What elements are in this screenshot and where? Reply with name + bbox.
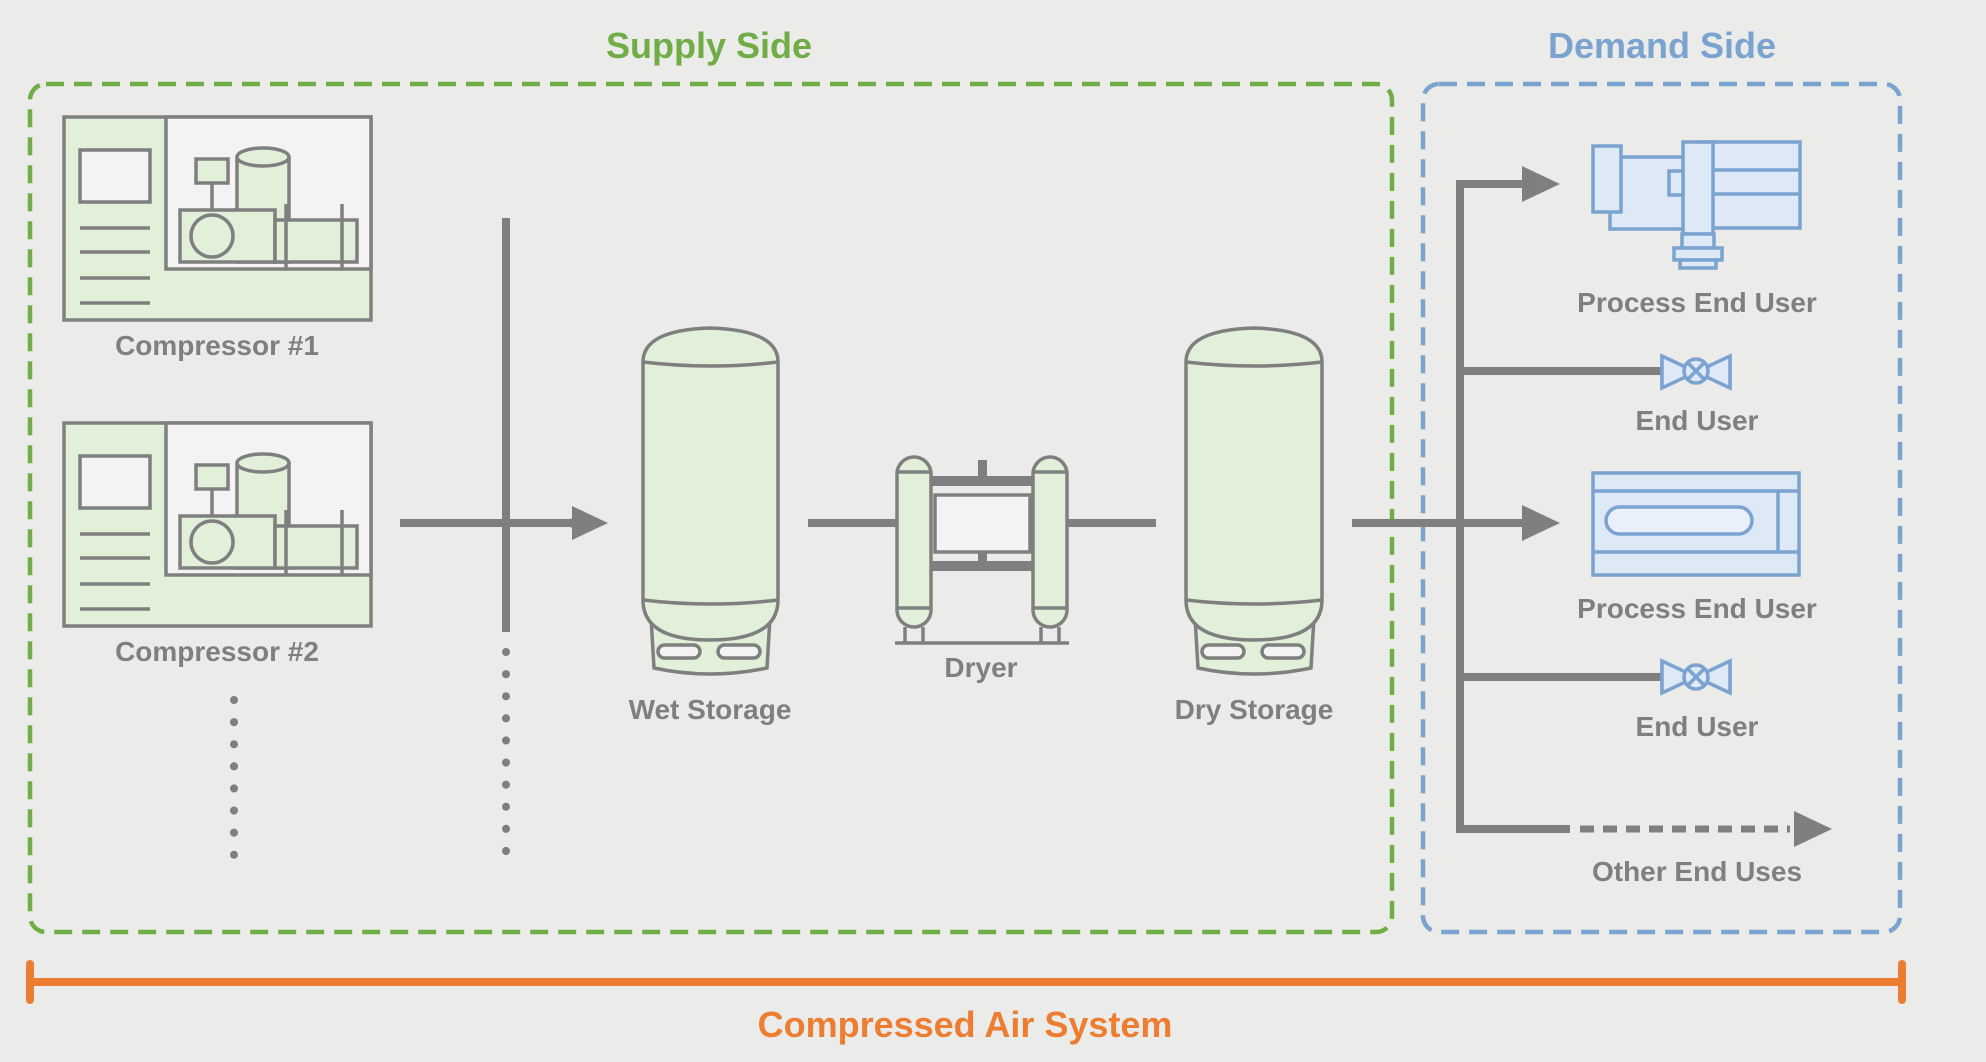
process-end-user-1-label: Process End User: [1577, 287, 1817, 318]
valve-2-icon: [1660, 658, 1732, 696]
demand-side-boundary: [1420, 81, 1903, 935]
process-end-user-2-icon: [1591, 471, 1801, 577]
dry-storage-tank-icon: [1184, 326, 1324, 676]
dryer-icon: [895, 455, 1069, 645]
dryer-label: Dryer: [944, 652, 1017, 683]
arrow-to-other-end-uses: [1794, 811, 1832, 847]
wet-storage-tank-icon: [641, 326, 780, 676]
compressed-air-system-title: Compressed Air System: [758, 1004, 1173, 1045]
arrow-to-process-end-user-1: [1522, 166, 1560, 202]
supply-side-title: Supply Side: [606, 25, 812, 66]
supply-side-boundary: [27, 81, 1395, 935]
end-user-2-label: End User: [1636, 711, 1759, 742]
wet-storage-label: Wet Storage: [629, 694, 792, 725]
compressor-1-label: Compressor #1: [115, 330, 319, 361]
arrow-to-wet-storage: [572, 506, 608, 540]
arrow-to-process-end-user-2: [1522, 505, 1560, 541]
process-end-user-2-label: Process End User: [1577, 593, 1817, 624]
compressor-1-icon: [62, 115, 373, 322]
demand-side-title: Demand Side: [1548, 25, 1776, 66]
other-end-uses-label: Other End Uses: [1592, 856, 1802, 887]
process-end-user-1-icon: [1591, 140, 1802, 270]
end-user-1-label: End User: [1636, 405, 1759, 436]
compressor-2-label: Compressor #2: [115, 636, 319, 667]
valve-1-icon: [1660, 353, 1732, 391]
compressor-2-icon: [62, 421, 373, 628]
dry-storage-label: Dry Storage: [1175, 694, 1334, 725]
system-bracket: [26, 960, 1906, 1004]
